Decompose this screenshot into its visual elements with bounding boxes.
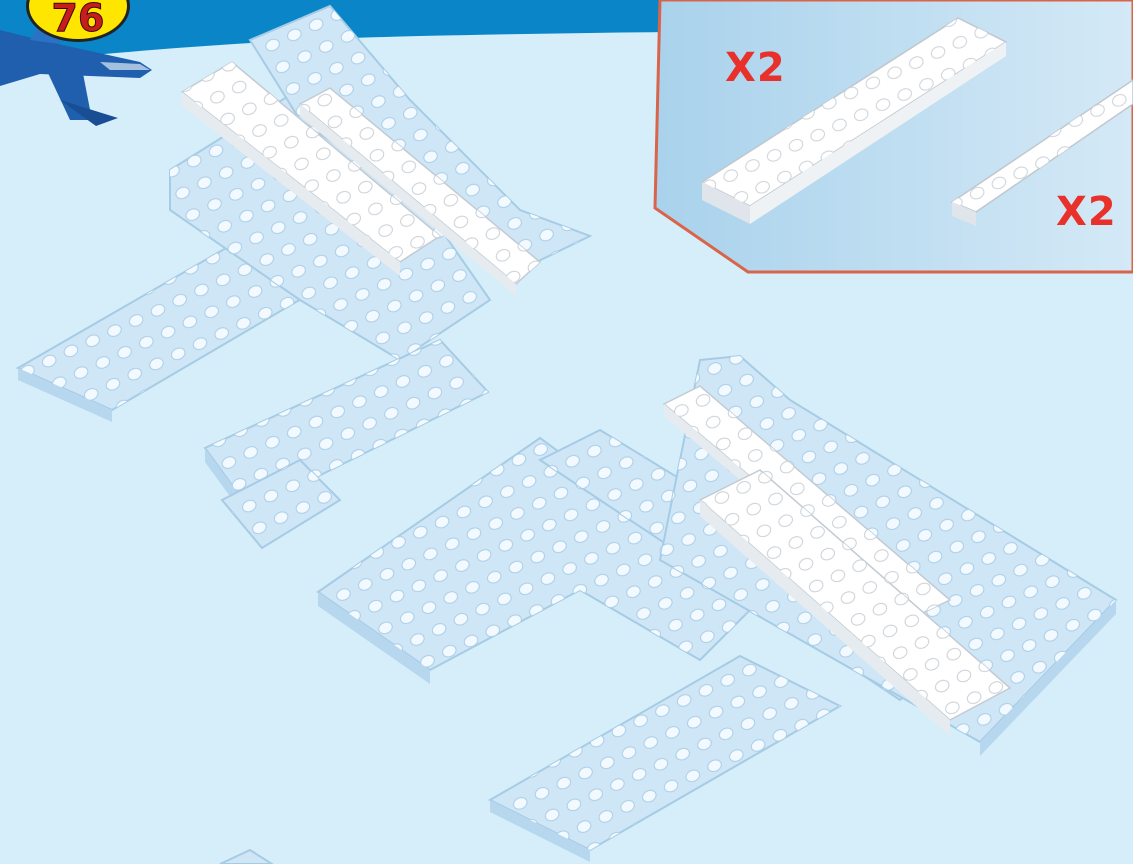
quantity-label-long-plate: X2	[725, 48, 786, 88]
bottom-partial-plate	[220, 850, 272, 864]
quantity-label-narrow-plate: X2	[1056, 192, 1117, 232]
